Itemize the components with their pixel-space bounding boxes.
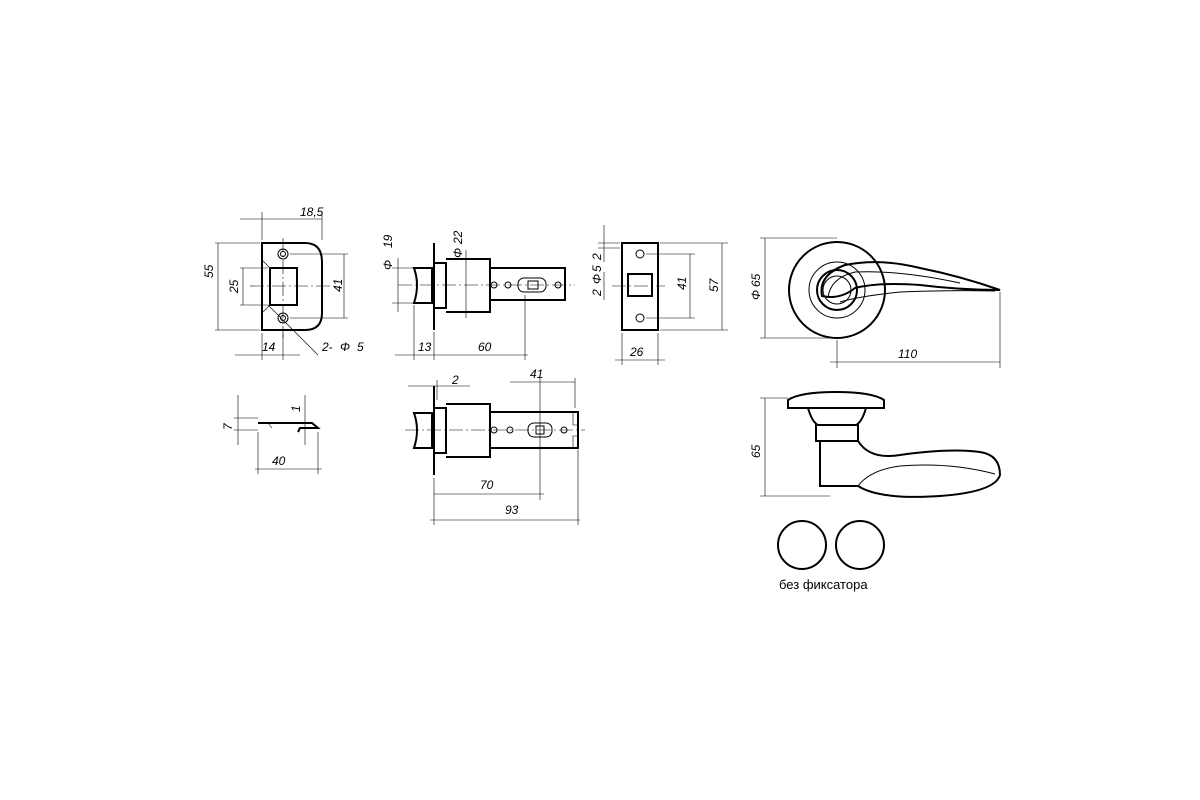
- latch-case: [446, 258, 491, 313]
- strike-plate-outline: [261, 242, 323, 331]
- handle-side-view: 65: [749, 390, 1002, 498]
- dim-plate-thickness: 2: [451, 373, 459, 387]
- strike-plate-front: 55 25 41 18,5 14 2- Φ 5: [202, 205, 364, 360]
- dim-handle-length: 110: [898, 347, 917, 361]
- latch-bolt: [412, 267, 433, 304]
- faceplate-outline: [621, 242, 659, 331]
- dim-bolt-dia: 19: [381, 234, 395, 248]
- dim-strike-hole-count: 2-: [321, 340, 333, 354]
- rosette-caption: без фиксатора: [779, 577, 868, 592]
- dim-latch-length: 93: [505, 503, 519, 517]
- handle-neck: [816, 269, 858, 311]
- handle-rosette-side: [787, 390, 885, 409]
- dim-latch-face: 13: [418, 340, 432, 354]
- dia-symbol-5: Φ: [590, 274, 604, 284]
- dim-faceplate-height: 57: [707, 277, 721, 292]
- latch-faceplate-front: 2 2 Φ 5 41 57 26: [590, 225, 728, 365]
- dim-strike-thickness: 7: [221, 422, 235, 430]
- rosettes: без фиксатора: [777, 520, 885, 592]
- handle-lever-side: [819, 440, 1002, 498]
- dim-latch-backset: 60: [478, 340, 492, 354]
- rosette-left: [777, 520, 827, 570]
- dia-symbol-19: Φ: [381, 260, 395, 270]
- latch-top-view: Φ 19 Φ 22 13 60: [381, 230, 575, 360]
- handle-front-view: Φ 65 110: [749, 237, 1001, 368]
- dim-strike-height: 55: [202, 264, 216, 278]
- strike-plate-side: 7 1 40: [221, 395, 322, 474]
- dia-symbol-22: Φ: [451, 248, 465, 258]
- dim-strike-window: 25: [227, 279, 241, 294]
- dim-tail-length: 41: [530, 367, 543, 381]
- dim-case-dia: 22: [451, 230, 465, 245]
- faceplate-bolt-opening: [627, 273, 653, 297]
- strike-window: [269, 267, 298, 306]
- dim-faceplate-hole-dia: 5: [590, 265, 604, 272]
- dim-faceplate-width: 26: [629, 345, 644, 359]
- dim-strike-length: 40: [272, 454, 286, 468]
- dim-strike-holes: 41: [331, 279, 345, 292]
- dim-strike-offset: 14: [262, 340, 276, 354]
- strike-side-outline: [258, 422, 321, 433]
- dim-strike-width: 18,5: [300, 205, 324, 219]
- dim-handle-height: 65: [749, 444, 763, 458]
- dim-faceplate-offset: 2: [590, 253, 604, 261]
- dia-symbol: Φ: [340, 340, 350, 354]
- rosette-right: [835, 520, 885, 570]
- latch-bolt-2: [412, 412, 433, 449]
- dia-symbol-65: Φ: [749, 290, 763, 300]
- handle-lever: [820, 261, 1001, 298]
- dim-strike-hole-dia: 5: [357, 340, 364, 354]
- handle-neck-side: [815, 424, 859, 442]
- latch-tail: [490, 267, 566, 301]
- dim-faceplate-hole-count: 2: [590, 289, 604, 297]
- dim-faceplate-pitch: 41: [675, 277, 689, 290]
- dim-strike-lip: 1: [289, 405, 303, 412]
- dim-latch-backset-2: 70: [480, 478, 494, 492]
- dim-rosette-dia: 65: [749, 273, 763, 287]
- latch-extended-view: 2 41 70 93: [405, 367, 585, 525]
- rosette-outer: [788, 241, 886, 339]
